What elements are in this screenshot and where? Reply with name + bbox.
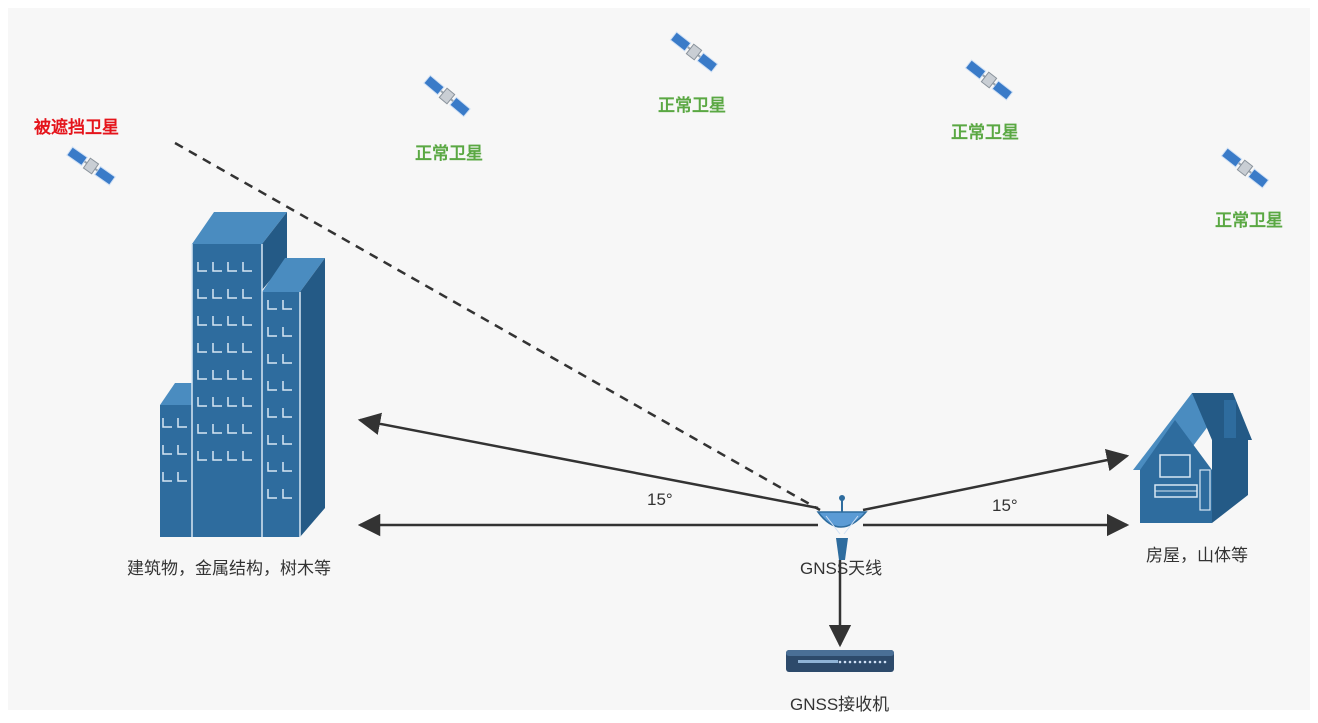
receiver-label: GNSS接收机 bbox=[790, 695, 890, 714]
signal-arrow-left-up bbox=[357, 412, 819, 510]
signal-arrow-right-up bbox=[862, 449, 1130, 512]
angle-label-right: 15° bbox=[992, 496, 1018, 515]
normal-satellite-label: 正常卫星 bbox=[1215, 211, 1283, 230]
building-icon bbox=[160, 212, 325, 537]
normal-satellite-label: 正常卫星 bbox=[951, 123, 1019, 142]
house-label: 房屋，山体等 bbox=[1146, 546, 1248, 565]
antenna-label: GNSS天线 bbox=[800, 559, 883, 578]
blocked-signal-line bbox=[174, 141, 821, 512]
antenna-icon bbox=[816, 495, 868, 560]
normal-satellite-label: 正常卫星 bbox=[415, 144, 483, 163]
normal-satellite-label: 正常卫星 bbox=[658, 96, 726, 115]
angle-label-left: 15° bbox=[647, 490, 673, 509]
house-icon bbox=[1133, 393, 1252, 523]
buildings-label: 建筑物，金属结构，树木等 bbox=[127, 559, 331, 578]
blocked-satellite-label: 被遮挡卫星 bbox=[34, 118, 119, 137]
receiver-icon bbox=[786, 650, 894, 672]
